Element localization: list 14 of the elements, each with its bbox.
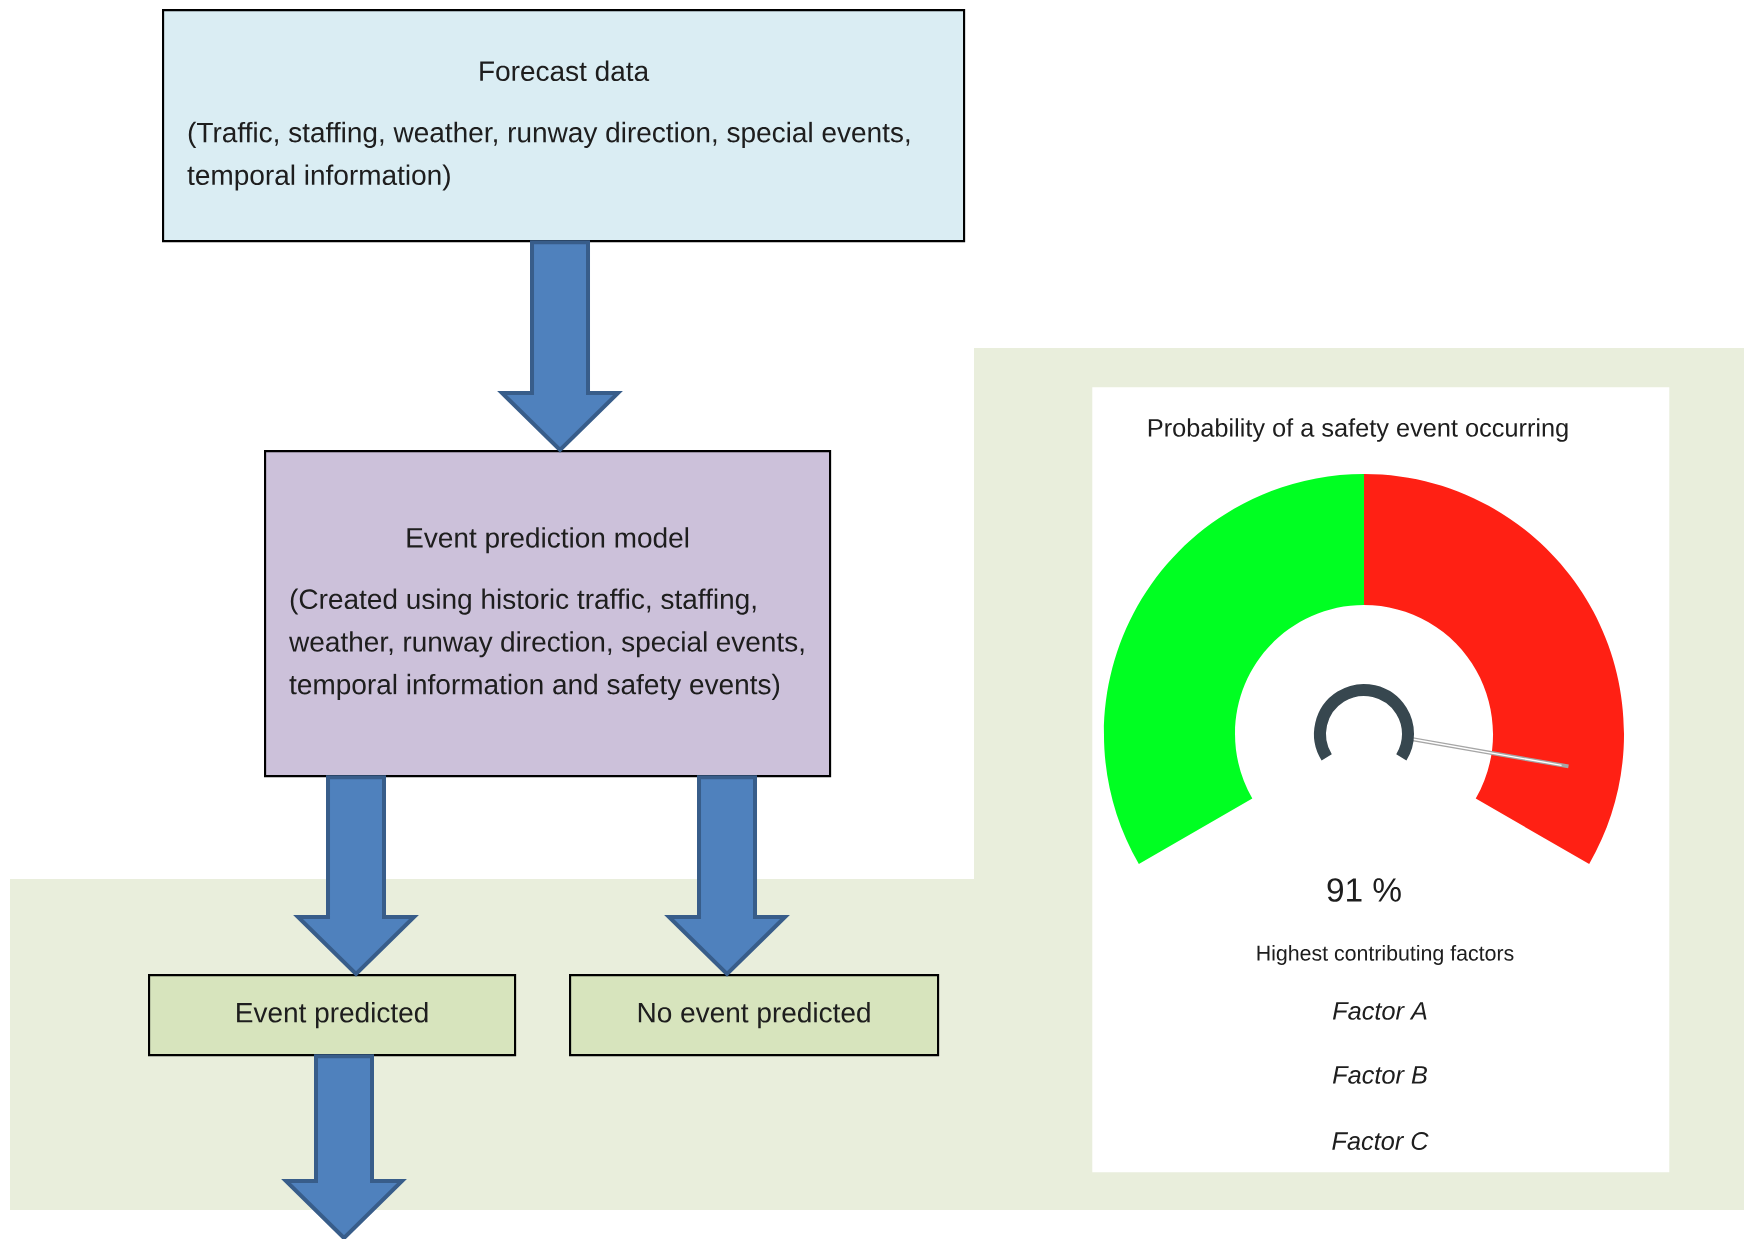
block-arrow bbox=[497, 240, 623, 453]
outcome-box: Event predicted bbox=[148, 974, 517, 1057]
factor-label: Factor C bbox=[1332, 1132, 1429, 1150]
chart-title: Probability of a safety event occurring bbox=[1148, 418, 1568, 442]
process-box: Event prediction model (Created using historic traffic, staffing, weather, runway direction, special events, temporal information and safety events) bbox=[264, 450, 832, 778]
block-arrow bbox=[664, 775, 790, 977]
block-arrow bbox=[281, 1054, 407, 1239]
process-box: Forecast data (Traffic, staffing, weather, runway direction, special events, temporal information) bbox=[162, 9, 966, 243]
factor-label: Factor A bbox=[1332, 1002, 1427, 1020]
factor-label: Factor B bbox=[1332, 1066, 1427, 1084]
factors-heading: Highest contributing factors bbox=[1257, 945, 1514, 965]
outcome-box: No event predicted bbox=[569, 974, 940, 1057]
percentage-value: 91 % bbox=[1327, 878, 1401, 902]
block-arrow bbox=[293, 775, 419, 977]
